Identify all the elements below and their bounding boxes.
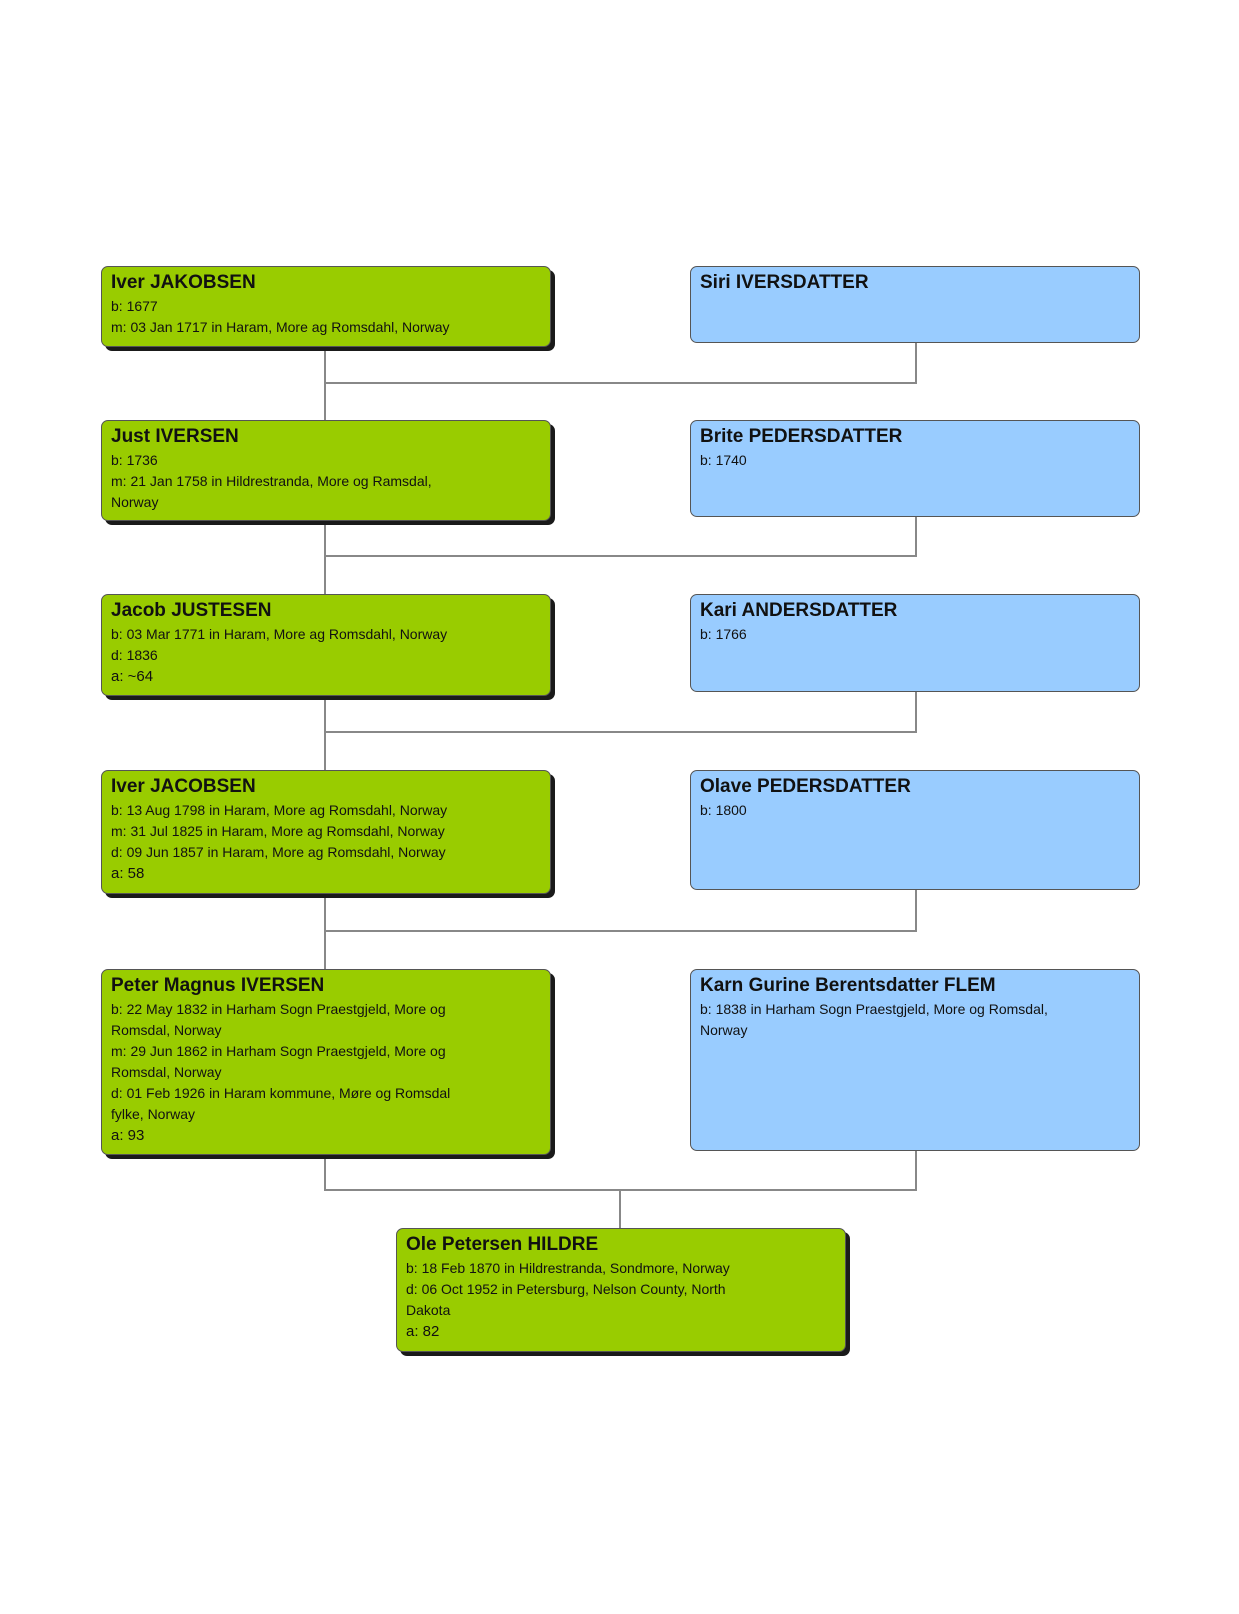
person-detail: b: 1838 in Harham Sogn Praestgjeld, More… [700,1001,1048,1038]
connector-line [324,1151,917,1191]
person-name: Ole Petersen HILDRE [406,1234,599,1255]
person-detail: m: 21 Jan 1758 in Hildrestranda, More og… [111,473,432,510]
person-detail: b: 1766 [700,626,747,642]
person-name: Olave PEDERSDATTER [700,776,911,797]
person-detail: b: 18 Feb 1870 in Hildrestranda, Sondmor… [406,1260,730,1276]
person-detail: d: 06 Oct 1952 in Petersburg, Nelson Cou… [406,1281,726,1318]
person-name: Iver JACOBSEN [111,776,256,797]
person-card-wife[interactable]: Olave PEDERSDATTER b: 1800 [690,770,1140,890]
person-detail: d: 09 Jun 1857 in Haram, More ag Romsdah… [111,844,446,860]
person-detail: b: 03 Mar 1771 in Haram, More ag Romsdah… [111,626,448,642]
person-name: Kari ANDERSDATTER [700,600,898,621]
person-detail: b: 1677 [111,298,158,314]
connector-line [324,343,917,384]
person-name: Iver JAKOBSEN [111,272,256,293]
person-card-husband[interactable]: Iver JAKOBSEN b: 1677 m: 03 Jan 1717 in … [101,266,551,347]
person-card-root[interactable]: Ole Petersen HILDRE b: 18 Feb 1870 in Hi… [396,1228,846,1352]
person-card-husband[interactable]: Peter Magnus IVERSEN b: 22 May 1832 in H… [101,969,551,1155]
person-card-wife[interactable]: Karn Gurine Berentsdatter FLEM b: 1838 i… [690,969,1140,1151]
connector-line [324,692,917,733]
person-detail: m: 29 Jun 1862 in Harham Sogn Praestgjel… [111,1043,446,1080]
person-name: Peter Magnus IVERSEN [111,975,325,996]
person-name: Jacob JUSTESEN [111,600,272,621]
person-age: a: 58 [111,865,145,882]
person-age: a: 82 [406,1323,440,1340]
person-card-husband[interactable]: Iver JACOBSEN b: 13 Aug 1798 in Haram, M… [101,770,551,894]
connector-line [324,890,917,932]
person-detail: b: 1736 [111,452,158,468]
person-detail: m: 03 Jan 1717 in Haram, More ag Romsdah… [111,319,450,335]
connector-line [324,517,917,557]
person-detail: b: 22 May 1832 in Harham Sogn Praestgjel… [111,1001,446,1038]
person-age: a: 93 [111,1127,145,1144]
person-card-wife[interactable]: Brite PEDERSDATTER b: 1740 [690,420,1140,517]
person-card-husband[interactable]: Jacob JUSTESEN b: 03 Mar 1771 in Haram, … [101,594,551,696]
person-name: Karn Gurine Berentsdatter FLEM [700,975,996,996]
person-age: a: ~64 [111,668,154,685]
person-name: Siri IVERSDATTER [700,272,869,293]
person-detail: b: 13 Aug 1798 in Haram, More ag Romsdah… [111,802,448,818]
person-detail: b: 1740 [700,452,747,468]
person-detail: d: 01 Feb 1926 in Haram kommune, Møre og… [111,1085,451,1122]
person-card-husband[interactable]: Just IVERSEN b: 1736 m: 21 Jan 1758 in H… [101,420,551,521]
person-name: Just IVERSEN [111,426,239,447]
person-name: Brite PEDERSDATTER [700,426,903,447]
person-detail: d: 1836 [111,647,158,663]
person-detail: b: 1800 [700,802,747,818]
person-detail: m: 31 Jul 1825 in Haram, More ag Romsdah… [111,823,445,839]
person-card-wife[interactable]: Siri IVERSDATTER [690,266,1140,343]
person-card-wife[interactable]: Kari ANDERSDATTER b: 1766 [690,594,1140,692]
